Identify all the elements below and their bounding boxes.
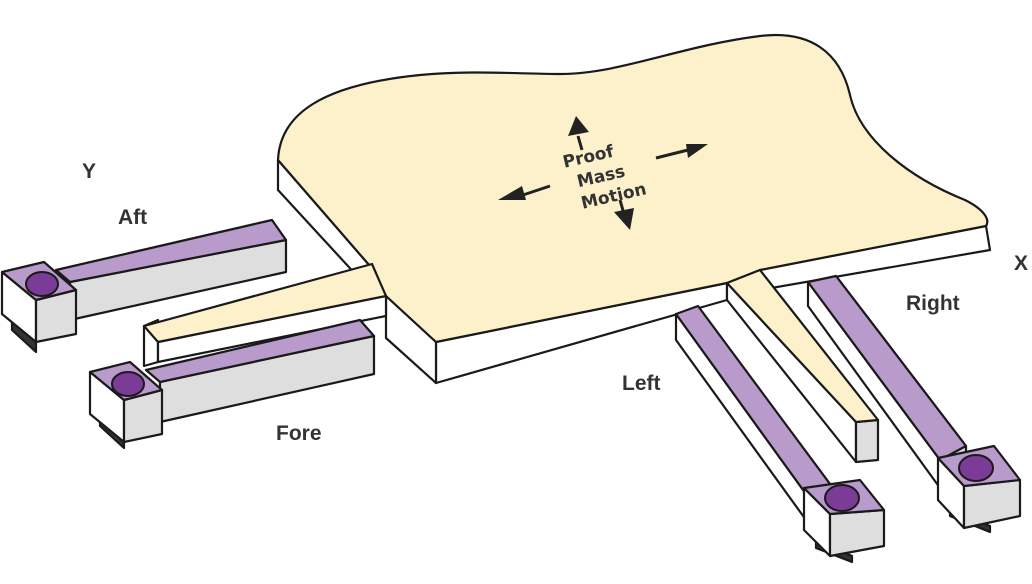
right-label: Right (906, 292, 960, 315)
axis-x-label: X (1014, 252, 1028, 275)
fore-anchor-dot (111, 371, 145, 397)
aft-electrode (0, 218, 288, 354)
proof-mass-top (276, 33, 989, 344)
fore-label: Fore (276, 422, 322, 445)
right-anchor-dot (958, 454, 994, 482)
left-electrode (674, 304, 886, 564)
up-arrow-icon (568, 116, 589, 151)
proof-mass (276, 33, 992, 385)
axis-y-label: Y (82, 160, 96, 183)
right-tether (725, 268, 880, 464)
left-arrow-icon (498, 184, 551, 200)
down-arrow-icon (614, 199, 634, 230)
fore-electrode (88, 318, 376, 450)
fore-tether (142, 262, 388, 368)
left-anchor-dot (824, 484, 860, 512)
aft-anchor-dot (25, 271, 59, 297)
motion-arrows (498, 116, 708, 230)
right-arrow-icon (655, 144, 708, 160)
aft-label: Aft (118, 206, 147, 229)
right-electrode (806, 274, 1022, 534)
left-label: Left (622, 372, 661, 395)
